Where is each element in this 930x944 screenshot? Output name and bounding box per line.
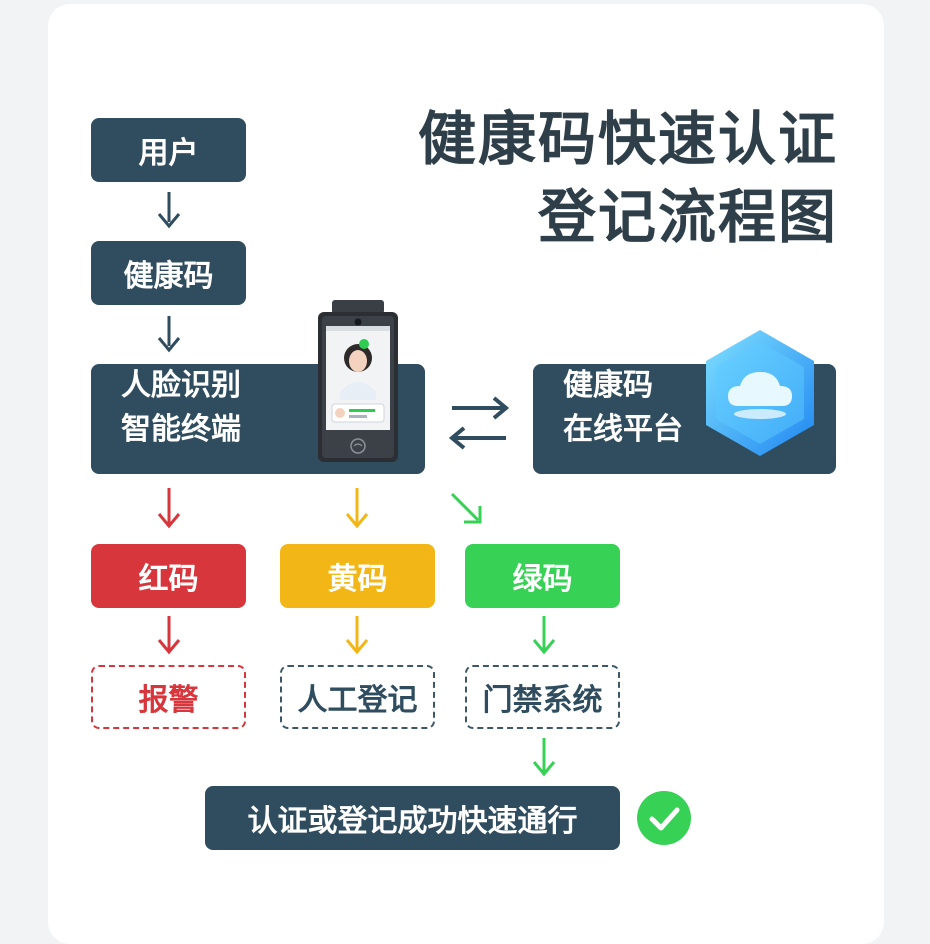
cloud-platform-icon bbox=[706, 330, 814, 456]
node-platform-line1: 健康码 bbox=[563, 368, 653, 403]
node-platform-line2: 在线平台 bbox=[563, 412, 683, 447]
node-health-code: 健康码 bbox=[91, 241, 246, 305]
node-yellow-code: 黄码 bbox=[280, 544, 435, 608]
node-alarm: 报警 bbox=[91, 665, 246, 729]
node-access-system: 门禁系统 bbox=[465, 665, 620, 729]
node-green-code: 绿码 bbox=[465, 544, 620, 608]
node-face-terminal: 人脸识别 智能终端 bbox=[91, 364, 425, 474]
node-manual-register: 人工登记 bbox=[280, 665, 435, 729]
arrow-down-yellow-icon bbox=[345, 616, 369, 655]
check-circle-icon bbox=[637, 791, 691, 845]
arrow-down-yellow-icon bbox=[345, 488, 369, 529]
exchange-arrows-icon bbox=[448, 396, 510, 450]
arrow-down-red-icon bbox=[157, 616, 181, 655]
node-red-code: 红码 bbox=[91, 544, 246, 608]
arrow-down-green-icon bbox=[532, 616, 556, 655]
arrow-diagonal-green-icon bbox=[450, 492, 482, 524]
title-line-2: 登记流程图 bbox=[537, 183, 838, 251]
node-user: 用户 bbox=[91, 118, 246, 182]
arrow-down-icon bbox=[157, 316, 181, 353]
node-final: 认证或登记成功快速通行 bbox=[205, 786, 620, 850]
node-face-terminal-line1: 人脸识别 bbox=[121, 368, 241, 403]
node-face-terminal-line2: 智能终端 bbox=[121, 412, 241, 447]
title-line-1: 健康码快速认证 bbox=[417, 105, 838, 173]
arrow-down-red-icon bbox=[157, 488, 181, 529]
face-recognition-terminal-icon bbox=[318, 300, 398, 462]
arrow-down-icon bbox=[157, 192, 181, 229]
arrow-down-green-icon bbox=[532, 738, 556, 777]
